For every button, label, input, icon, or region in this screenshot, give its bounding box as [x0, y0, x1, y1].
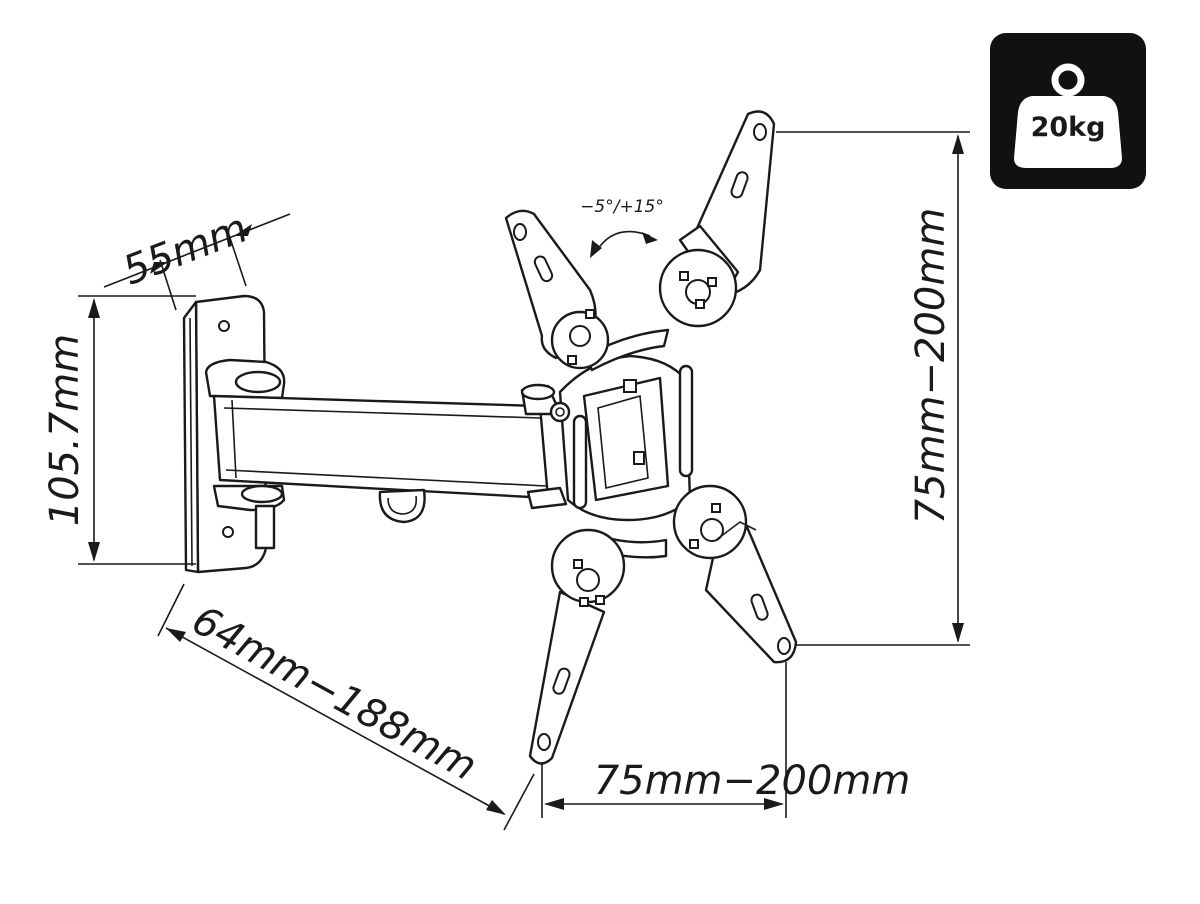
dim-arm-extension-text: 64mm−188mm — [184, 597, 484, 790]
plate-screw-hole-top — [218, 320, 230, 332]
weight-icon — [1014, 63, 1122, 168]
arm-hole-bl — [537, 733, 551, 751]
arm-hole-tr — [753, 123, 767, 141]
dim-vesa-horizontal: 75mm−200mm — [541, 662, 911, 818]
vesa-plate — [504, 110, 798, 765]
dim-vesa-horizontal-text: 75mm−200mm — [594, 758, 911, 804]
tilt-indicator: −5°/+15° — [580, 197, 664, 258]
arm-hole-tl — [513, 223, 527, 241]
swing-arm — [212, 383, 568, 524]
dim-vesa-vertical: 75mm−200mm — [776, 131, 970, 646]
dim-plate-height: 105.7mm — [42, 295, 196, 565]
tilt-range-text: −5°/+15° — [580, 197, 664, 217]
arm-hole-br — [777, 637, 791, 655]
dim-plate-height-text: 105.7mm — [42, 334, 88, 526]
dim-arm-extension: 64mm−188mm — [157, 583, 535, 831]
dim-vesa-vertical-text: 75mm−200mm — [908, 208, 954, 525]
load-capacity-text: 20kg — [1031, 112, 1106, 143]
plate-square-hole — [623, 379, 637, 393]
dim-plate-width: 55mm — [103, 205, 291, 311]
plate-screw-hole-bottom — [222, 526, 234, 538]
load-capacity-badge: 20kg — [990, 33, 1146, 189]
dim-plate-width-text: 55mm — [117, 205, 254, 294]
